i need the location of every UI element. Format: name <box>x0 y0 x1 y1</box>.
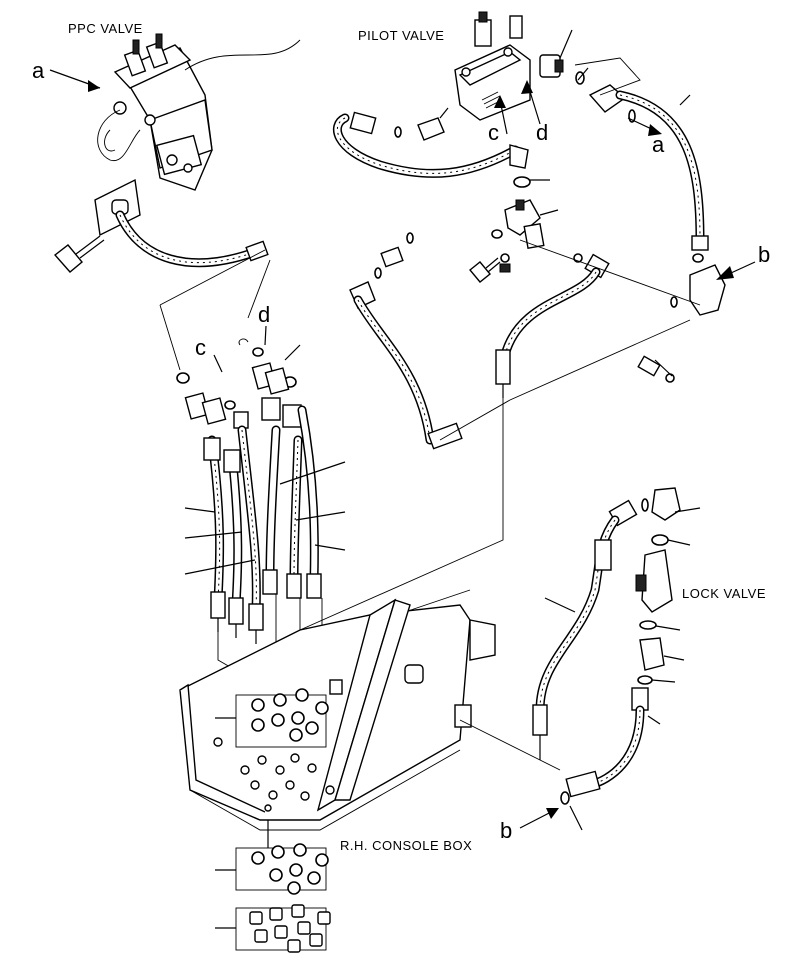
callout-d-pilot: d <box>536 120 548 145</box>
nut-cluster-lower <box>215 904 331 953</box>
arrowhead-b-lower <box>546 808 559 819</box>
right-upper-hose <box>574 57 709 251</box>
callout-a-right: a <box>652 132 665 157</box>
callout-b-right: b <box>758 242 770 267</box>
ppc-hose <box>115 210 269 268</box>
pilot-valve-assembly <box>454 11 531 121</box>
lock-routing-line <box>459 719 561 771</box>
callout-a-ppc: a <box>32 58 45 83</box>
right-tee-fitting <box>637 253 726 383</box>
ppc-valve-assembly <box>53 33 301 273</box>
washer-cluster-middle <box>215 843 329 895</box>
arrowhead-c-pilot <box>494 95 506 108</box>
lock-valve-label: LOCK VALVE <box>682 586 766 601</box>
callout-c-pilot: c <box>488 120 499 145</box>
rh-console-box <box>179 598 496 831</box>
callout-c-left: c <box>195 335 206 360</box>
lock-valve-hose-right <box>560 687 661 831</box>
arrowhead-d-pilot <box>521 80 533 94</box>
lock-valve-assembly <box>635 487 701 685</box>
pilot-valve-label: PILOT VALVE <box>358 28 444 43</box>
center-bolt <box>469 253 511 283</box>
center-tee-fitting <box>491 176 583 263</box>
arrowhead-b-right <box>716 266 734 280</box>
pilot-side-fitting <box>539 29 589 85</box>
callout-b-lower: b <box>500 818 512 843</box>
left-hose-bundle: c d <box>159 249 346 644</box>
callout-d-left: d <box>258 302 270 327</box>
arrowhead-a-right <box>648 124 662 136</box>
ppc-valve-label: PPC VALVE <box>68 21 143 36</box>
arrowhead-a-ppc <box>88 80 100 92</box>
console-box-label: R.H. CONSOLE BOX <box>340 838 472 853</box>
washer-cluster-upper <box>215 688 329 748</box>
center-left-hose <box>349 232 463 450</box>
pilot-left-hose <box>332 107 529 178</box>
console-holes <box>213 737 335 812</box>
center-right-hose <box>495 253 610 398</box>
lock-valve-hose-left <box>532 499 638 760</box>
